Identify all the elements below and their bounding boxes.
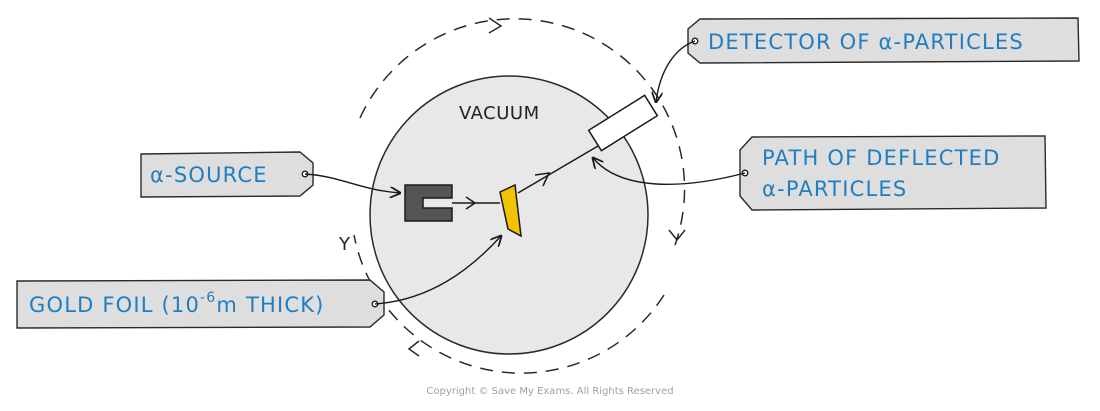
detector-rotation-path xyxy=(353,17,686,374)
rotation-arrowhead xyxy=(488,17,503,34)
source-label-tag: α-SOURCE xyxy=(140,151,314,198)
gold-foil-label-tag: GOLD FOIL (10-6m THICK) xyxy=(16,279,385,329)
gold-foil-connector xyxy=(374,236,501,305)
deflected-path xyxy=(517,145,599,194)
path-label-tag: PATH OF DEFLECTED α-PARTICLES xyxy=(739,135,1047,211)
detector-connector xyxy=(656,40,696,102)
path-label-line1: PATH OF DEFLECTED xyxy=(762,146,1000,170)
gold-foil-exponent: -6 xyxy=(200,290,216,306)
path-connector xyxy=(593,158,746,186)
vacuum-label: VACUUM xyxy=(459,103,540,124)
alpha-source-block xyxy=(404,184,453,222)
rotation-arrowhead xyxy=(668,229,686,242)
detector xyxy=(587,94,659,152)
path-label-line2: α-PARTICLES xyxy=(762,177,907,201)
y-label: Y xyxy=(338,234,351,255)
rotation-arrowhead xyxy=(407,340,420,357)
detector-label-tag: DETECTOR OF α-PARTICLES xyxy=(687,17,1080,64)
source-connector xyxy=(304,173,400,193)
beam-arrowhead xyxy=(465,196,477,210)
copyright-notice: Copyright © Save My Exams. All Rights Re… xyxy=(426,386,674,397)
detector-label: DETECTOR OF α-PARTICLES xyxy=(708,30,1024,54)
deflected-arrowhead xyxy=(534,172,551,187)
gold-foil xyxy=(499,183,522,238)
gold-foil-label: GOLD FOIL (10-6m THICK) xyxy=(29,290,325,317)
source-label: α-SOURCE xyxy=(150,163,268,187)
